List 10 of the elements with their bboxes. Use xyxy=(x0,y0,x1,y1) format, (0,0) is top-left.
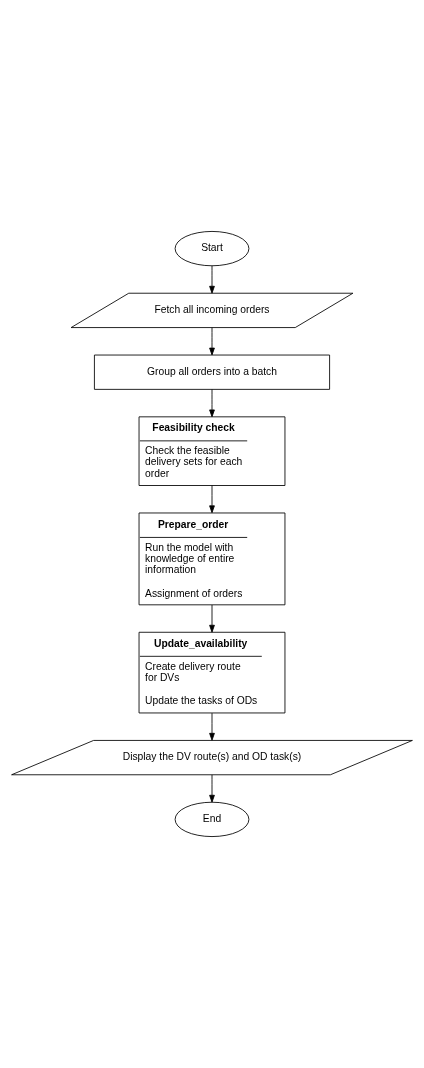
arrow xyxy=(209,712,215,741)
arrow xyxy=(209,774,215,803)
node-ellipse: End xyxy=(174,801,250,837)
node-ellipse: Start xyxy=(174,231,250,267)
arrow xyxy=(209,604,215,633)
arrow xyxy=(209,265,215,294)
arrow xyxy=(209,389,215,418)
node-box: Group all orders into a batch xyxy=(93,354,331,390)
arrow xyxy=(209,327,215,356)
arrow xyxy=(209,485,215,514)
